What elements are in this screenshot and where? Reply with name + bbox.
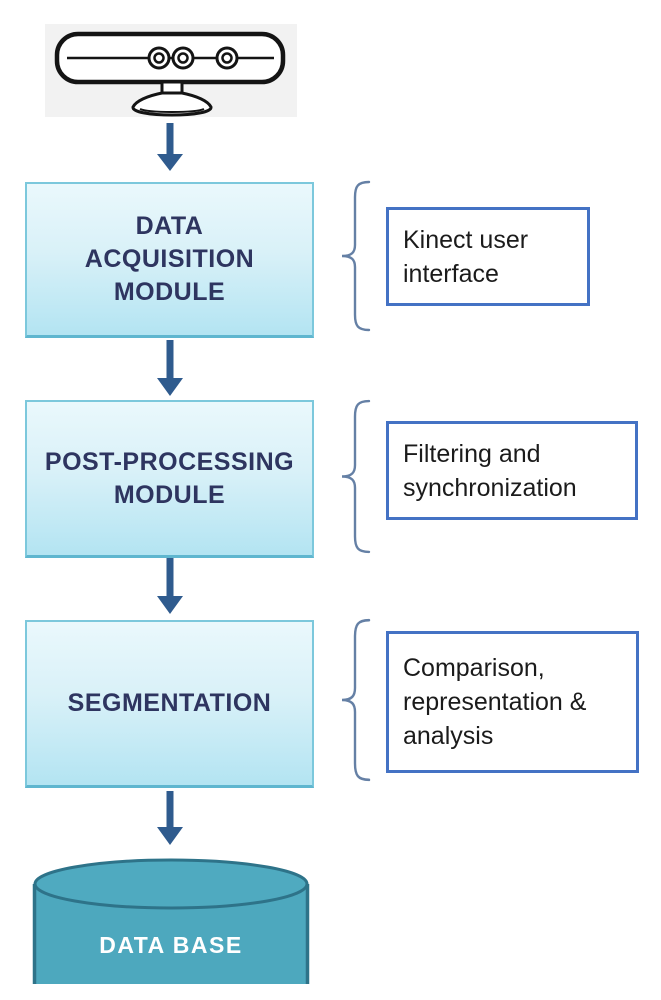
arrow-postprocessing-to-segmentation-icon (157, 558, 183, 614)
module-label: SEGMENTATION (67, 689, 272, 717)
annotation-kinect-user-interface: Kinect user interface (386, 207, 590, 306)
database-cylinder-icon (32, 858, 310, 984)
module-label: POST-PROCESSING MODULE (44, 447, 295, 509)
module-data-acquisition: DATA ACQUISITION MODULE (25, 182, 314, 338)
module-segmentation: SEGMENTATION (25, 620, 314, 788)
curly-brace-icon (341, 618, 371, 782)
curly-brace-icon (341, 180, 371, 332)
kinect-sensor-image (45, 24, 297, 117)
annotation-text: Comparison, representation & analysis (403, 654, 587, 750)
kinect-sensor-icon (54, 31, 286, 117)
arrow-sensor-to-acquisition-icon (157, 123, 183, 171)
curly-brace-icon (341, 399, 371, 554)
annotation-text: Filtering and synchronization (403, 439, 577, 502)
module-post-processing: POST-PROCESSING MODULE (25, 400, 314, 558)
annotation-comparison-representation-analysis: Comparison, representation & analysis (386, 631, 639, 773)
annotation-filtering-synchronization: Filtering and synchronization (386, 421, 638, 520)
annotation-text: Kinect user interface (403, 225, 529, 288)
arrow-segmentation-to-database-icon (157, 791, 183, 845)
database-label: DATA BASE (99, 931, 243, 958)
arrow-acquisition-to-postprocessing-icon (157, 340, 183, 396)
module-label: DATA ACQUISITION MODULE (84, 212, 255, 306)
